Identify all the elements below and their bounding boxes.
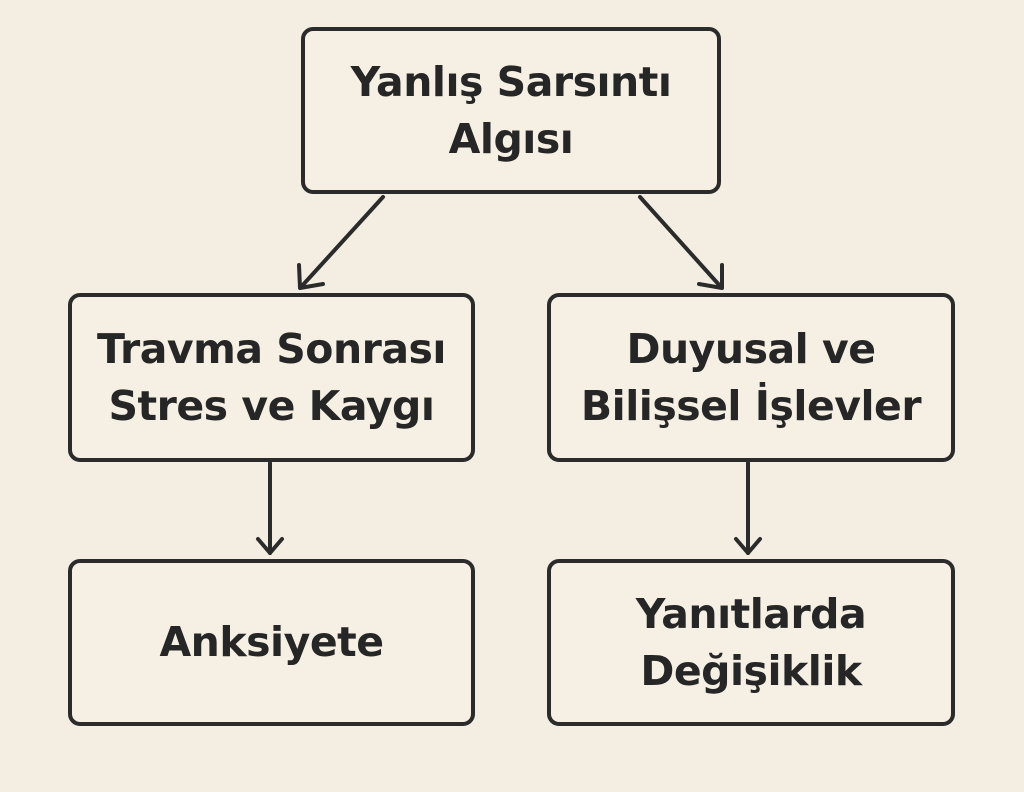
node-text-line: Travma Sonrası <box>97 324 446 373</box>
arrow-left-mid-to-bottom <box>256 461 284 555</box>
node-text-line: Yanıtlarda <box>635 589 867 638</box>
node-response-changes: Yanıtlarda Değişiklik <box>547 559 955 726</box>
node-text-line: Bilişsel İşlevler <box>580 381 922 430</box>
node-text-line: Duyusal ve <box>626 324 876 373</box>
node-text-line: Algısı <box>448 114 574 163</box>
node-ptsd-anxiety: Travma Sonrası Stres ve Kaygı <box>68 293 475 462</box>
node-text-line: Anksiyete <box>159 618 384 667</box>
arrow-right-mid-to-bottom <box>734 461 762 555</box>
arrow-root-to-right <box>638 195 724 290</box>
arrow-root-to-left <box>297 195 385 290</box>
node-text-line: Değişiklik <box>640 646 862 695</box>
node-text-line: Stres ve Kaygı <box>108 381 435 430</box>
node-anxiety: Anksiyete <box>68 559 475 726</box>
node-false-concussion-perception: Yanlış Sarsıntı Algısı <box>301 27 721 194</box>
node-text-line: Yanlış Sarsıntı <box>350 57 672 106</box>
node-sensory-cognitive-functions: Duyusal ve Bilişsel İşlevler <box>547 293 955 462</box>
